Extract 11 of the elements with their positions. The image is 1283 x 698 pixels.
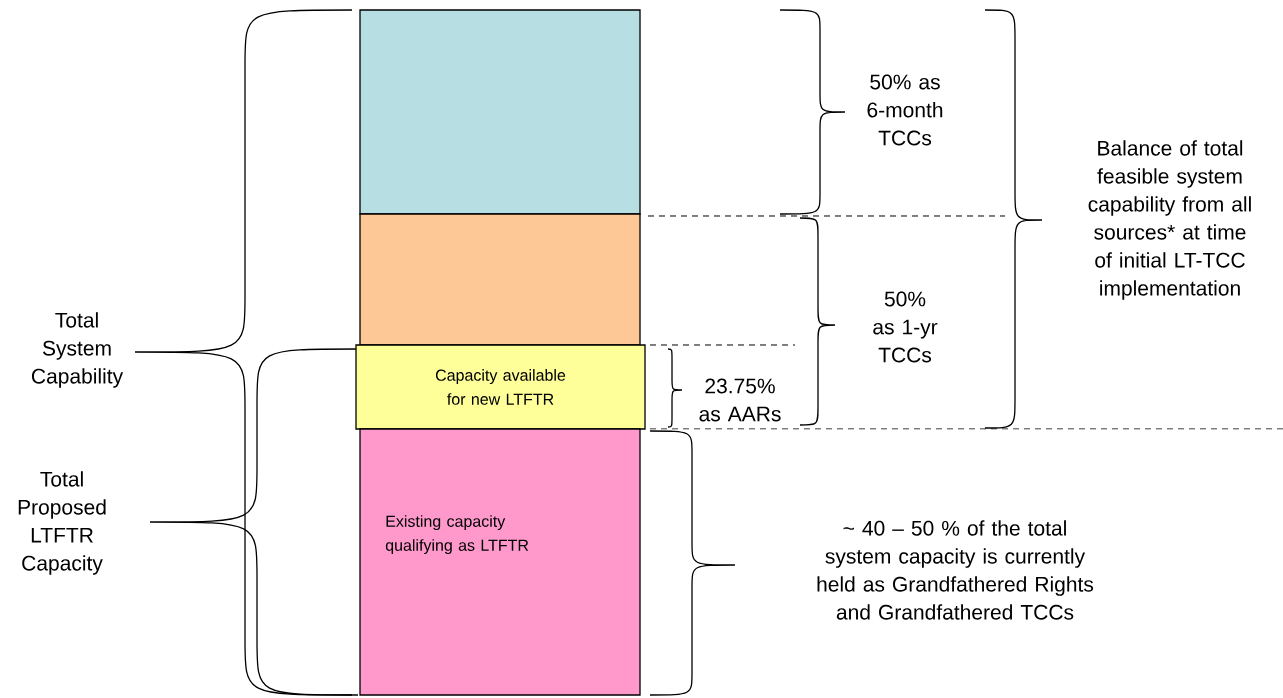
annotation-text: ~ 40 – 50 % of the total system capacity is currently held as Grandfathered Rights and Grandfathered TCCs <box>817 520 1094 620</box>
annotation-text: Total System Capability <box>31 312 124 388</box>
annotation-text: 23.75% as AARs <box>699 378 781 422</box>
annotation-text: 50% as 1-yr TCCs <box>873 291 938 363</box>
annotation-text: Balance of total feasible system capability from all sources* at time of initial LT-TCC implementation <box>1088 140 1251 300</box>
text-box: Capacity available for new LTFTR <box>355 344 646 430</box>
annotation-text: Total Proposed LTFTR Capacity <box>18 471 106 575</box>
bar-segment <box>359 213 641 346</box>
box-text: Existing capacity qualifying as LTFTR <box>385 515 529 555</box>
annotation-text: 50% as 6-month TCCs <box>867 74 943 146</box>
bar-segment <box>359 9 641 215</box>
